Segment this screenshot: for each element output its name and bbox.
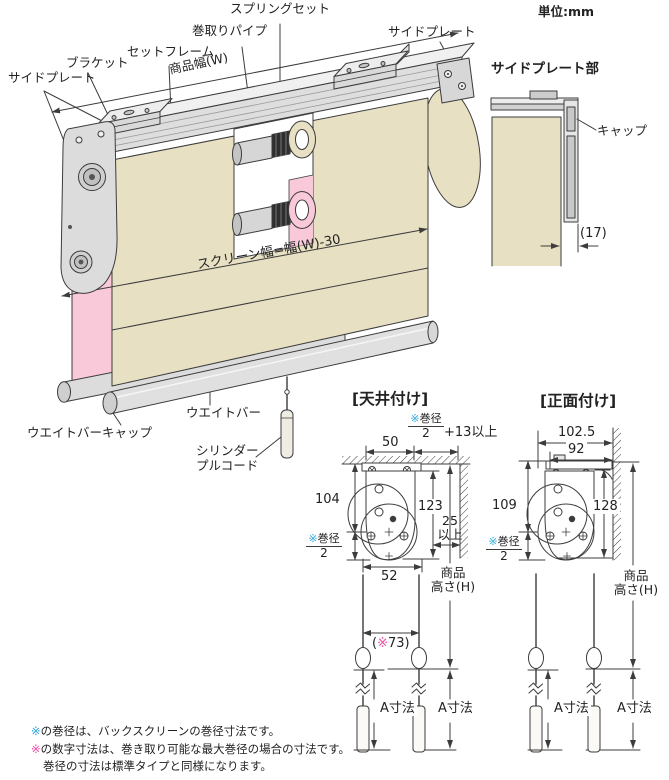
- product-height-line1: 商品: [623, 568, 649, 583]
- wall-hatch: [460, 464, 468, 558]
- pull-cords-front: [535, 573, 595, 707]
- cord-tassel: [529, 705, 543, 753]
- label-cylinder-pull-cord: シリンダー プルコード: [196, 443, 259, 474]
- label-side-plate-left: サイドプレート: [8, 70, 96, 85]
- winding-marker: ※: [308, 532, 318, 545]
- footnote-2: ※の数字寸法は、巻き取り可能な最大巻径の場合の寸法です。: [31, 741, 350, 756]
- wall-hatch: [613, 428, 621, 560]
- cord-tassel: [412, 705, 426, 753]
- winding-text: 巻径: [419, 412, 442, 425]
- screen-in-detail: [491, 116, 562, 267]
- dim-plus13: +13以上: [444, 425, 498, 440]
- winding-denominator: 2: [320, 545, 328, 560]
- side-plate-detail-drawing: [490, 90, 599, 267]
- cap-part: [566, 106, 576, 132]
- dim-123: 123: [416, 499, 445, 515]
- dim-52: 52: [381, 569, 398, 584]
- main-assembly-drawing: [43, 23, 481, 459]
- label-set-frame: セットフレーム: [127, 44, 215, 59]
- dim-102-5: 102.5: [556, 425, 598, 441]
- cord-tassel: [587, 705, 601, 753]
- left-side-plate: [60, 121, 118, 294]
- front-mount-diagram: [518, 427, 641, 753]
- footnote-3: 巻径の寸法は標準タイプと同様になります。: [43, 759, 272, 773]
- cylinder-pull-cord-shape: [280, 376, 294, 459]
- cord-tassel: [356, 705, 370, 753]
- cutaway-window: [232, 112, 316, 260]
- label-bracket: ブラケット: [66, 55, 129, 70]
- winding-text: 巻径: [497, 535, 520, 548]
- pull-cord-line2: プルコード: [196, 457, 259, 473]
- label-weight-bar-cap: ウエイトバーキャップ: [27, 425, 153, 440]
- dim-73: (※73): [370, 636, 412, 652]
- side-detail-title: サイドプレート部: [491, 61, 599, 77]
- dim-109: 109: [492, 498, 517, 513]
- winding-pipe-upper: [232, 120, 316, 166]
- dim-50: 50: [382, 435, 399, 450]
- dim-128: 128: [591, 499, 620, 515]
- ceiling-mount-diagram: [341, 445, 471, 753]
- right-side-plate: [436, 57, 475, 104]
- cord-break-mark: [528, 682, 543, 695]
- front-a-dim-left: A寸法: [552, 701, 591, 717]
- cord-break-mark: [411, 682, 426, 695]
- winding-marker: ※: [410, 412, 420, 425]
- ceiling-mount-mechanism: [347, 462, 422, 561]
- ceiling-a-dim-right: A寸法: [436, 701, 475, 717]
- ceiling-hatch: [342, 456, 470, 464]
- ceiling-winding-fraction-top: ※巻径 2: [408, 413, 444, 439]
- label-cap: キャップ: [597, 123, 648, 138]
- front-product-height: 商品 高さ(H): [611, 569, 661, 597]
- label-side-plate-right: サイドプレート: [388, 24, 476, 39]
- cord-break-mark: [355, 682, 370, 695]
- ceiling-a-dim-left: A寸法: [378, 701, 417, 717]
- unit-label: 単位:mm: [538, 4, 595, 19]
- screen-width-dim-line: [61, 227, 428, 298]
- footnote-marker-blue: ※: [31, 724, 41, 738]
- product-height-line2: 高さ(H): [613, 582, 659, 597]
- dim-73-marker: ※: [377, 636, 388, 651]
- right-bracket: [333, 43, 410, 90]
- ceiling-winding-fraction-left: ※巻径 2: [306, 533, 342, 559]
- dim-92: 92: [566, 442, 587, 458]
- label-spring-set: スプリングセット: [230, 1, 331, 16]
- dim-ijou: 以上: [437, 526, 463, 542]
- footnotes: ※の巻径は、バックスクリーンの巻径寸法です。 ※の数字寸法は、巻き取り可能な最大…: [31, 723, 350, 776]
- product-height-line2: 高さ(H): [430, 579, 476, 594]
- pull-cord-line1: シリンダー: [196, 443, 259, 458]
- footnote-marker-magenta: ※: [31, 741, 41, 756]
- weight-bar-cap-shape: [102, 391, 118, 415]
- winding-marker: ※: [488, 535, 498, 548]
- front-mount-title: [正面付け]: [540, 392, 617, 410]
- dim-25: 25: [442, 513, 458, 528]
- dim-73-open: (: [372, 636, 378, 651]
- dim-25-ijou: 25 以上: [434, 514, 466, 541]
- product-width-dim-line: [51, 31, 459, 114]
- dim-73-close: 73): [387, 636, 410, 651]
- pull-cords-ceiling: [362, 574, 420, 707]
- front-a-dim-right: A寸法: [615, 701, 654, 717]
- cord-break-mark: [586, 682, 601, 695]
- label-weight-bar: ウエイトバー: [186, 405, 262, 420]
- winding-text: 巻径: [317, 532, 340, 545]
- winding-denominator: 2: [422, 425, 430, 440]
- ceiling-mount-title: [天井付け]: [352, 390, 429, 408]
- winding-denominator: 2: [500, 548, 508, 563]
- front-weight-bar: [102, 320, 439, 415]
- label-winding-pipe: 巻取りパイプ: [192, 23, 268, 38]
- front-winding-fraction-left: ※巻径 2: [486, 536, 522, 562]
- dim-17: (17): [580, 226, 607, 241]
- footnote-1: ※の巻径は、バックスクリーンの巻径寸法です。: [31, 724, 281, 738]
- dim-104: 104: [315, 492, 340, 507]
- product-height-line1: 商品: [440, 565, 466, 580]
- ceiling-product-height: 商品 高さ(H): [428, 566, 478, 594]
